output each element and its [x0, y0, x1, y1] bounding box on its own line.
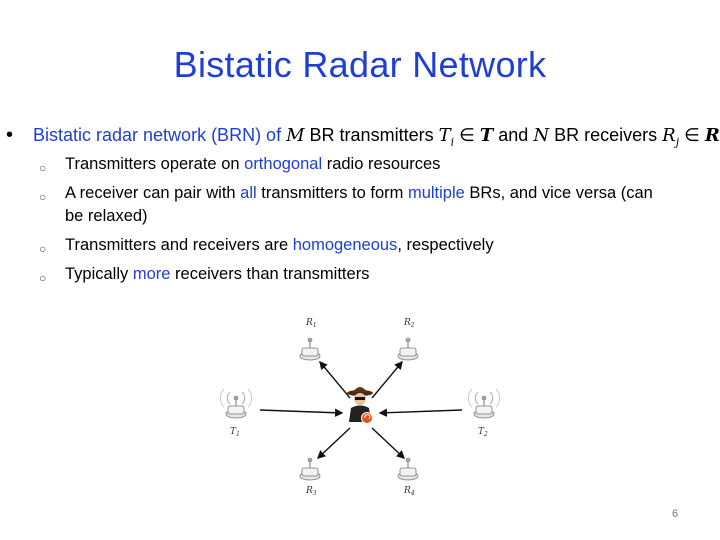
- sub-text: Transmitters operate on: [65, 155, 245, 173]
- sub-highlight: multiple: [407, 184, 465, 202]
- receiver-r2-icon: [397, 337, 419, 361]
- sub-text: Typically: [65, 265, 133, 283]
- math-in-symbol-2: ∈: [684, 125, 700, 145]
- sub-text: BRs, and vice versa (can: [464, 184, 653, 202]
- sub-text-continuation: be relaxed): [65, 207, 148, 225]
- math-set-T: T: [479, 125, 494, 146]
- receiver-r1-icon: [299, 337, 321, 361]
- edge-target-r3: [316, 427, 351, 459]
- sub-bullet-3: ○ Transmitters and receivers are homogen…: [39, 234, 717, 257]
- bullet-text-brn: Bistatic radar network (BRN) of: [33, 125, 282, 145]
- sub-highlight: more: [132, 265, 171, 283]
- bullet-text-receivers: BR receivers: [554, 125, 658, 145]
- circle-bullet-icon: ○: [39, 161, 47, 175]
- math-in-symbol: ∈: [459, 125, 475, 145]
- label-t1: T1: [230, 427, 240, 438]
- math-set-R: R: [704, 125, 720, 146]
- math-R: R: [662, 125, 676, 146]
- sub-highlight: orthogonal: [244, 155, 323, 173]
- math-R-subscript: j: [675, 135, 680, 149]
- edge-t2-target: [378, 408, 463, 417]
- edge-target-r2: [371, 360, 403, 399]
- bullet-text-transmitters: BR transmitters: [309, 125, 434, 145]
- sub-text: transmitters to form: [256, 184, 408, 202]
- page-number: 6: [671, 508, 679, 520]
- transmitter-t1-icon: [220, 388, 252, 419]
- sub-text: receivers than transmitters: [170, 265, 370, 283]
- edge-target-r4: [371, 427, 406, 459]
- label-r1: R1: [305, 318, 317, 329]
- bullet-dot-icon: •: [6, 124, 14, 146]
- main-bullet: • Bistatic radar network (BRN) of M BR t…: [6, 120, 720, 158]
- math-T: T: [438, 125, 451, 146]
- sub-text: radio resources: [322, 155, 441, 173]
- sub-bullet-2: ○ A receiver can pair with all transmitt…: [39, 182, 717, 228]
- target-spy-icon: [347, 387, 373, 424]
- sub-text: , respectively: [397, 236, 494, 254]
- sub-highlight: homogeneous: [292, 236, 398, 254]
- sub-text: Transmitters and receivers are: [65, 236, 293, 254]
- circle-bullet-icon: ○: [39, 271, 47, 285]
- bullet-text-and: and: [498, 125, 529, 145]
- receiver-r3-icon: [299, 457, 321, 481]
- math-N: N: [533, 125, 550, 146]
- label-r4: R4: [403, 486, 415, 497]
- receiver-r4-icon: [397, 457, 419, 481]
- label-r2: R2: [403, 318, 415, 329]
- label-r3: R3: [305, 486, 317, 497]
- edge-target-r1: [319, 360, 351, 399]
- brn-diagram: R1 R2 T1 T2 R3 R4: [220, 318, 500, 497]
- transmitter-t2-icon: [468, 388, 500, 419]
- circle-bullet-icon: ○: [39, 242, 47, 256]
- slide-title: Bistatic Radar Network: [173, 44, 547, 85]
- edge-t1-target: [259, 408, 344, 417]
- sub-highlight: all: [240, 184, 257, 202]
- sub-bullet-1: ○ Transmitters operate on orthogonal rad…: [39, 153, 717, 176]
- math-M: M: [286, 125, 305, 146]
- sub-text: A receiver can pair with: [65, 184, 241, 202]
- label-t2: T2: [478, 427, 488, 438]
- circle-bullet-icon: ○: [39, 190, 47, 204]
- math-T-subscript: i: [450, 135, 455, 149]
- sub-bullet-4: ○ Typically more receivers than transmit…: [39, 263, 717, 286]
